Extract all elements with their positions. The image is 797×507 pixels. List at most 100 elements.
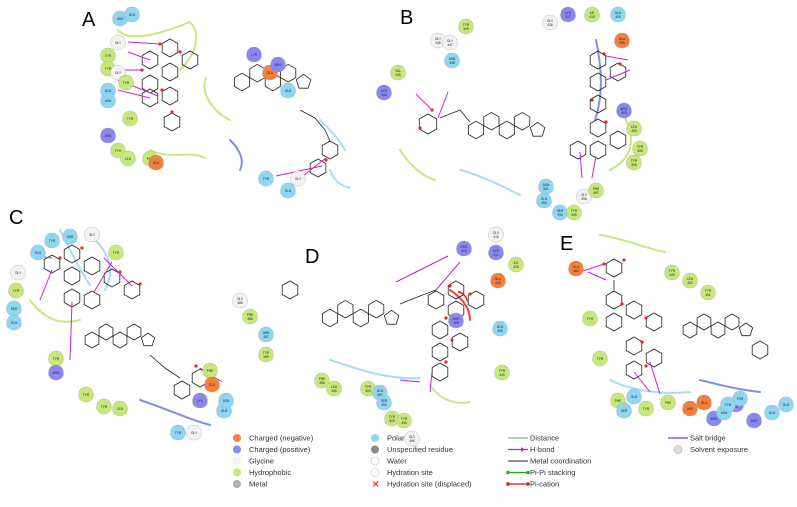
hbond-line: [579, 151, 583, 179]
ligand-ring: [605, 258, 623, 278]
residue-number: 417: [733, 405, 739, 409]
oxygen-atom: [622, 258, 626, 262]
residue-name: ASN: [263, 331, 270, 335]
ligand-ring: [112, 331, 128, 349]
oxygen-atom: [160, 88, 164, 92]
hbond-line: [103, 257, 133, 287]
residue-name: LYS: [565, 11, 571, 15]
legend-label: Salt bridge: [690, 434, 726, 443]
ligand-ring: [161, 38, 179, 58]
residue-name: ARG: [105, 134, 112, 138]
ligand-ring: [181, 50, 199, 70]
residue-shape: [270, 56, 286, 73]
residue-marker: ARG: [746, 412, 762, 429]
ligand-ring: [467, 290, 485, 310]
residue-shape: [700, 284, 716, 301]
pocket-curve: [599, 234, 666, 253]
panel-label-b: B: [400, 7, 413, 29]
legend-swatch: [233, 457, 241, 465]
residue-shape: [458, 18, 474, 35]
residue-shape: [492, 320, 508, 337]
residue-shape: [186, 424, 202, 441]
residue-name: ASN: [543, 183, 550, 187]
residue-name: TYR: [263, 177, 270, 181]
ligand-ring: [140, 332, 156, 347]
residue-name: LEU: [687, 277, 694, 281]
oxygen-atom: [590, 98, 594, 102]
ligand-ring: [447, 280, 465, 300]
residue-name: SER: [621, 409, 628, 413]
hbond-line: [649, 361, 661, 395]
legend-label: Pi-cation: [530, 480, 559, 489]
residue-name: GLU: [701, 401, 708, 405]
ligand-ring: [589, 50, 607, 70]
pocket-curve: [699, 379, 761, 393]
residue-marker: ASP: [682, 400, 698, 417]
hbond-line: [587, 271, 607, 281]
legend-swatch: [370, 468, 380, 477]
residue-name: GLY: [295, 177, 302, 181]
legend-swatch: [371, 445, 379, 454]
residue-number: 406: [619, 41, 625, 45]
ligand-ring: [281, 280, 299, 300]
legend-label: Water: [387, 457, 407, 466]
residue-name: TYR: [263, 351, 270, 355]
residue-shape: [78, 386, 94, 403]
residue-shape: [732, 390, 748, 407]
pocket-curve: [59, 229, 91, 286]
residue-shape: [30, 244, 46, 261]
residue-marker: GLY: [84, 226, 100, 243]
residue-marker: THR: [732, 390, 748, 407]
pocket-outlines: [29, 20, 761, 426]
legend-label: Metal: [249, 480, 268, 489]
residue-name: TYR: [105, 54, 112, 58]
residue-name: TYR: [101, 405, 108, 409]
residue-shape: [314, 372, 330, 389]
residue-marker: GLN: [124, 6, 140, 23]
pocket-curve: [399, 149, 436, 181]
ligand-ring: [645, 348, 663, 368]
residue-marker: ARG: [270, 56, 286, 73]
residue-name: ILE: [590, 11, 595, 15]
residue-shape: [404, 430, 420, 447]
ligand-ring: [161, 62, 179, 82]
residue-shape: [490, 272, 506, 289]
residue-marker: GLY: [110, 34, 126, 51]
residue-name: TYR: [401, 417, 408, 421]
pocket-curve: [609, 379, 691, 394]
residue-marker: ASN: [62, 228, 78, 245]
residue-name: TYR: [705, 289, 712, 293]
residue-name: GLY: [435, 37, 442, 41]
residue-name: SER: [11, 307, 18, 311]
residue-number: 485: [237, 301, 243, 305]
residue-number: 408: [453, 321, 459, 325]
residue-name: PHE: [319, 377, 326, 381]
residue-shape: [764, 404, 780, 421]
residue-marker: LEU: [112, 400, 128, 417]
residue-name: GLY: [237, 297, 244, 301]
residue-marker: GLY: [10, 264, 26, 281]
residue-shape: [592, 350, 608, 367]
residue-name: ASN: [105, 99, 112, 103]
legend-label: Distance: [530, 434, 559, 443]
residue-marker: TYR: [96, 398, 112, 415]
residue-number: 417: [493, 253, 499, 257]
residue-shape: [218, 392, 234, 409]
interaction-lines: [35, 41, 661, 395]
oxygen-atom: [80, 246, 84, 250]
residue-shape: [100, 127, 116, 144]
residue-marker: LEU: [120, 150, 136, 167]
